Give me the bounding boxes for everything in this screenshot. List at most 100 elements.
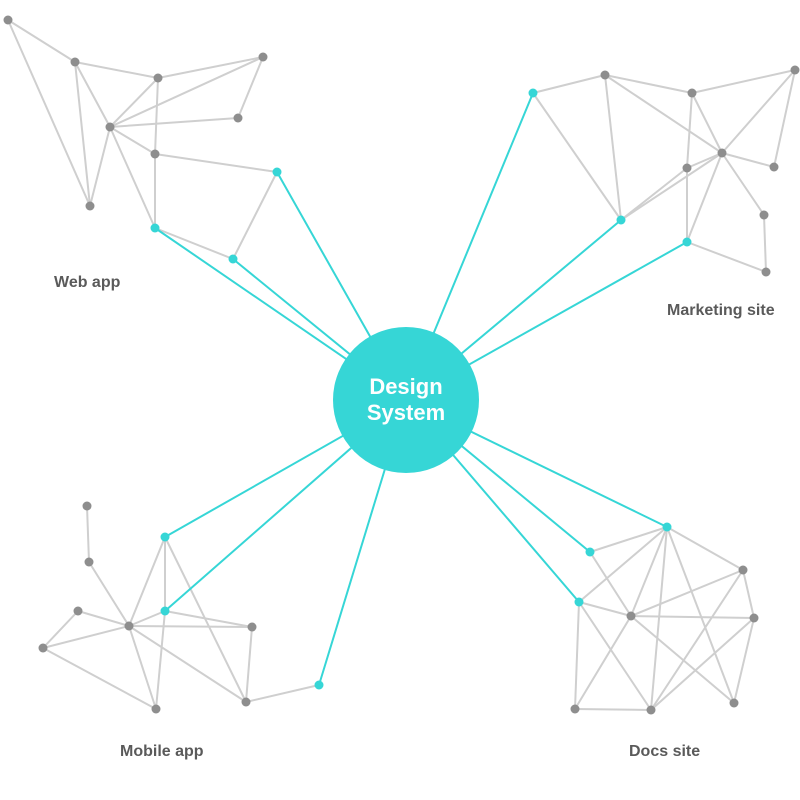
edge — [109, 126, 156, 229]
edge — [128, 610, 166, 627]
node — [153, 73, 163, 83]
node — [3, 15, 13, 25]
edge — [630, 615, 735, 704]
gray-edges — [7, 19, 796, 711]
connector-node — [682, 237, 692, 247]
connector-node — [616, 215, 626, 225]
edge — [164, 610, 253, 628]
connector-node — [314, 680, 324, 690]
node — [759, 210, 769, 220]
edge — [128, 625, 253, 628]
edge — [620, 152, 723, 221]
edge — [589, 526, 668, 553]
hub-label-line1: Design — [369, 374, 443, 399]
edge — [666, 526, 744, 571]
connector-node — [528, 88, 538, 98]
edge — [691, 92, 723, 154]
edge — [604, 74, 622, 221]
edge — [691, 69, 796, 94]
edge — [604, 74, 723, 154]
edge — [109, 77, 159, 128]
design-system-hub: Design System — [333, 327, 479, 473]
node — [85, 201, 95, 211]
node — [70, 57, 80, 67]
node — [124, 621, 134, 631]
connector-node — [272, 167, 282, 177]
edge — [42, 625, 130, 649]
edge — [128, 625, 247, 703]
edge — [154, 77, 159, 155]
nodes — [3, 15, 800, 715]
edge — [721, 69, 796, 154]
edge — [686, 152, 723, 243]
edge — [7, 19, 76, 63]
edge — [574, 615, 632, 710]
edge — [88, 561, 130, 627]
connector-node — [150, 223, 160, 233]
edge — [589, 551, 632, 617]
edge — [245, 684, 320, 703]
edge — [721, 152, 765, 216]
cluster-label-docs-site: Docs site — [629, 743, 701, 760]
edge — [155, 610, 166, 710]
node — [38, 643, 48, 653]
node — [241, 697, 251, 707]
edge — [630, 615, 755, 619]
edge — [164, 536, 247, 703]
edge — [733, 617, 755, 704]
edge — [721, 152, 775, 168]
edge — [630, 569, 744, 617]
edge — [74, 61, 91, 207]
node — [769, 162, 779, 172]
node — [105, 122, 115, 132]
node — [233, 113, 243, 123]
node — [682, 163, 692, 173]
edge — [109, 126, 156, 155]
edge — [7, 19, 91, 207]
edge — [650, 569, 744, 711]
node — [790, 65, 800, 75]
edge — [630, 526, 668, 617]
edge — [109, 117, 239, 128]
node — [84, 557, 94, 567]
edge — [237, 56, 264, 119]
edge — [86, 505, 90, 563]
edge — [232, 171, 278, 260]
edge — [620, 167, 688, 221]
edge — [128, 625, 157, 710]
edge — [578, 601, 652, 711]
hub-label-line2: System — [366, 400, 446, 425]
edge — [763, 214, 767, 273]
node — [626, 611, 636, 621]
node — [646, 705, 656, 715]
edge — [578, 526, 668, 603]
connector-node — [160, 606, 170, 616]
cluster-label-marketing-site: Marketing site — [667, 302, 775, 319]
edge — [574, 601, 580, 710]
edge — [742, 569, 755, 619]
connector-node — [574, 597, 584, 607]
edge — [245, 626, 253, 703]
edge — [578, 601, 632, 617]
edge — [686, 152, 723, 169]
edge — [157, 56, 264, 79]
connector-node — [585, 547, 595, 557]
connector-node — [160, 532, 170, 542]
edge — [42, 647, 157, 710]
cluster-label-web-app: Web app — [54, 274, 121, 291]
edge — [128, 536, 166, 627]
node — [247, 622, 257, 632]
node — [717, 148, 727, 158]
edge — [89, 126, 111, 207]
edge — [154, 227, 234, 260]
edge — [574, 708, 652, 711]
edge — [650, 526, 668, 711]
node — [687, 88, 697, 98]
edge — [773, 69, 796, 168]
edge — [650, 617, 755, 711]
edge — [686, 92, 693, 169]
connector-node — [662, 522, 672, 532]
node — [258, 52, 268, 62]
node — [729, 698, 739, 708]
edge — [77, 610, 130, 627]
